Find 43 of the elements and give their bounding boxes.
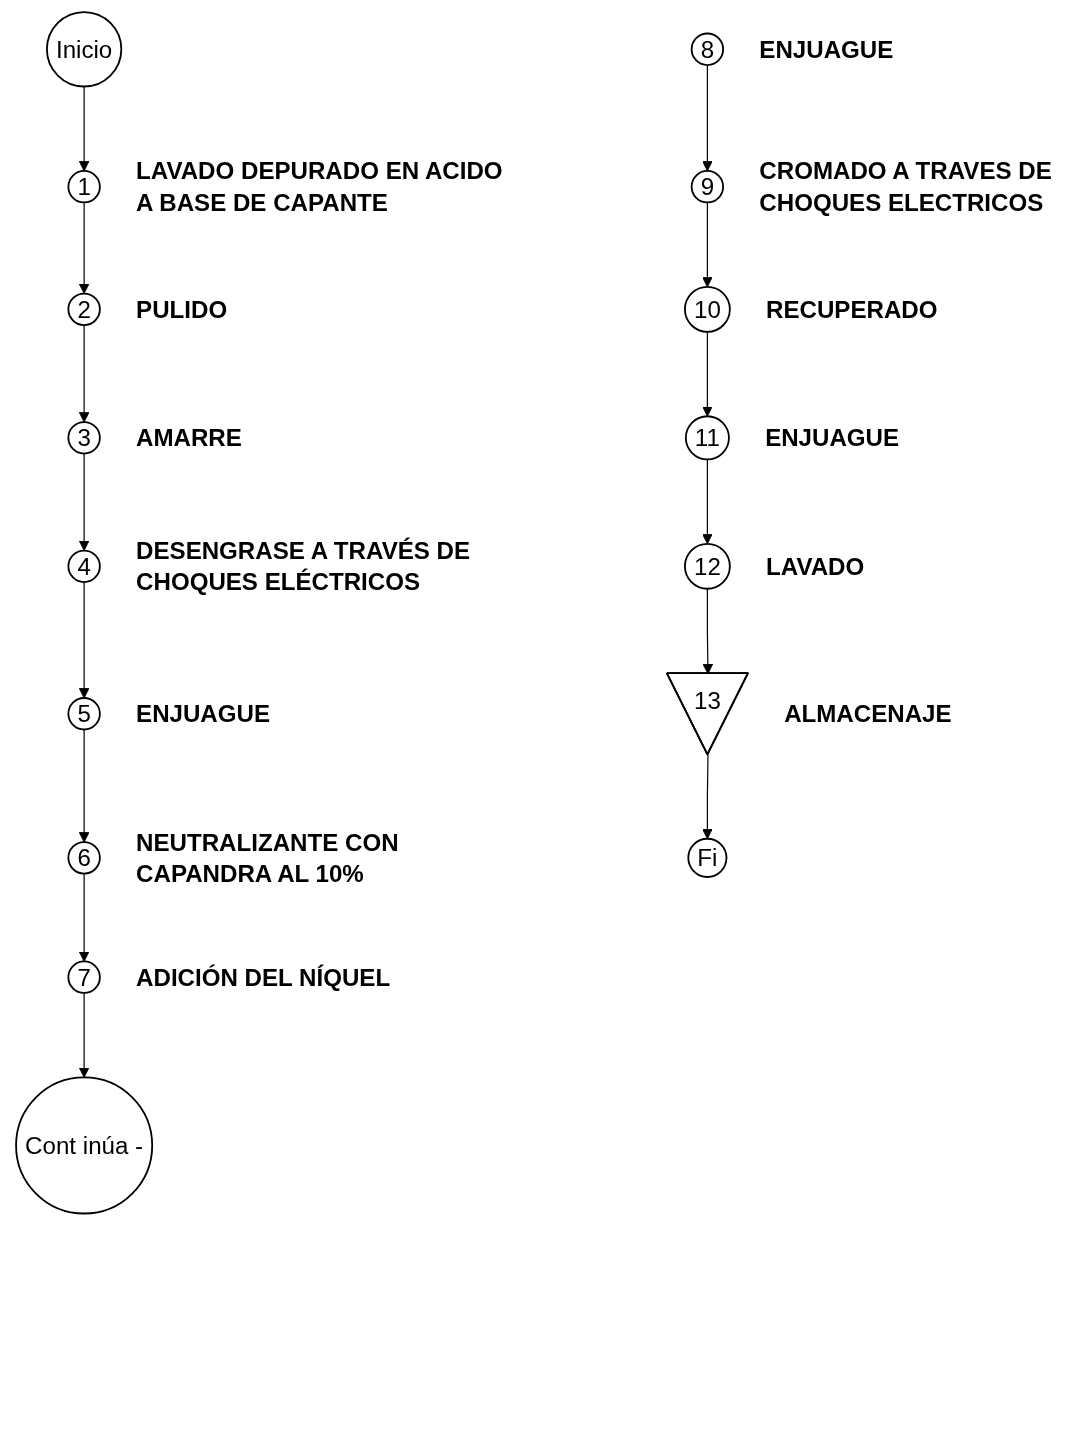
arrow	[78, 452, 90, 552]
process-circle: 11	[684, 415, 730, 461]
process-circle: 12	[684, 542, 731, 590]
arrow	[78, 581, 90, 699]
arrow	[78, 728, 90, 843]
step-description: ENJUAGUE	[765, 424, 900, 452]
arrow	[78, 992, 90, 1078]
step-description: DESENGRASE A TRAVÉS DE CHOQUES ELÉCTRICOS	[136, 537, 471, 596]
arrow	[702, 588, 714, 675]
process-circle: 7	[67, 960, 101, 994]
process-circle: 6	[67, 841, 101, 875]
step-description: LAVADO DEPURADO EN ACIDO A BASE DE CAPANTE	[136, 157, 503, 216]
process-circle: 9	[690, 170, 725, 204]
process-circle: 8	[690, 32, 725, 66]
arrow	[78, 324, 90, 423]
process-circle: Cont inúa -	[15, 1076, 154, 1215]
step-description: ENJUAGUE	[759, 35, 894, 63]
step-description: LAVADO	[766, 552, 865, 580]
arrow	[702, 458, 713, 545]
process-circle: Fi	[687, 837, 728, 878]
arrow	[78, 85, 90, 172]
arrow	[78, 873, 90, 962]
step-description: AMARRE	[136, 424, 242, 452]
step-description: ENJUAGUE	[136, 700, 271, 728]
step-description: PULIDO	[136, 295, 228, 323]
process-circle: 2	[67, 292, 101, 326]
step-description: RECUPERADO	[766, 295, 938, 323]
step-description: ADICIÓN DEL NÍQUEL	[136, 963, 391, 991]
process-circle: 10	[684, 285, 731, 333]
step-description: ALMACENAJE	[784, 700, 952, 728]
process-circle: 3	[67, 421, 101, 455]
arrow	[78, 201, 90, 295]
process-circle: 5	[67, 697, 101, 731]
process-circle: 1	[67, 170, 101, 204]
arrow	[702, 201, 713, 288]
storage-triangle: 13	[665, 672, 749, 756]
process-circle: Inicio	[46, 11, 123, 88]
arrow	[702, 331, 713, 417]
step-description: NEUTRALIZANTE CON CAPANDRA AL 10%	[136, 828, 399, 887]
arrow	[702, 754, 713, 840]
step-description: CROMADO A TRAVES DE CHOQUES ELECTRICOS	[759, 157, 1052, 216]
process-circle: 4	[67, 549, 101, 583]
arrow	[702, 64, 713, 172]
